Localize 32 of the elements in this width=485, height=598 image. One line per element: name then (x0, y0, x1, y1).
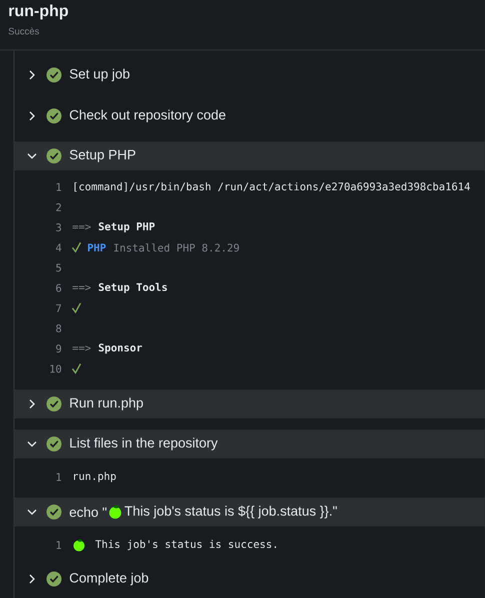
line-number: 5 (56, 264, 61, 272)
step-row: Setup PHP (14, 142, 485, 170)
line-number: 4 (56, 244, 62, 252)
log-text: run.php (74, 472, 116, 482)
line-number: 6 (56, 284, 62, 292)
line-number: 8 (56, 324, 62, 332)
log-text: Sponsor (98, 344, 142, 354)
log-text: Setup Tools (98, 282, 167, 294)
line-number: 9 (56, 344, 62, 353)
step-row: Set up job (70, 68, 130, 82)
log-text: ==> (72, 224, 91, 230)
step-row: Run run.php (14, 390, 485, 418)
line-number: 3 (56, 223, 61, 232)
log-text: [command]/usr/bin/bash /run/act/actions/e270a6993a3ed398cba1614 (74, 182, 470, 192)
step-row: List files in the repository (14, 430, 485, 458)
log-text: PHP (88, 244, 106, 252)
line-number: 7 (56, 304, 61, 312)
job-title: run-php (9, 4, 68, 20)
log-text: ==> (72, 346, 91, 351)
log-text: ==> (72, 285, 91, 290)
line-number: 10 (50, 364, 62, 373)
log-text: Installed PHP 8.2.29 (114, 244, 239, 252)
line-number: 2 (56, 203, 61, 212)
status-text: Succès (8, 27, 39, 35)
log-text: Setup PHP (98, 222, 155, 232)
line-number: 1 (56, 541, 62, 549)
line-number: 1 (56, 183, 62, 191)
step-row: This job's status is ${{ job.status }}." (124, 506, 337, 518)
step-row: Complete job (70, 572, 148, 586)
log-text: This job's status is success. (95, 540, 276, 550)
step-row: Check out repository code (70, 110, 226, 122)
line-number: 1 (56, 473, 62, 481)
